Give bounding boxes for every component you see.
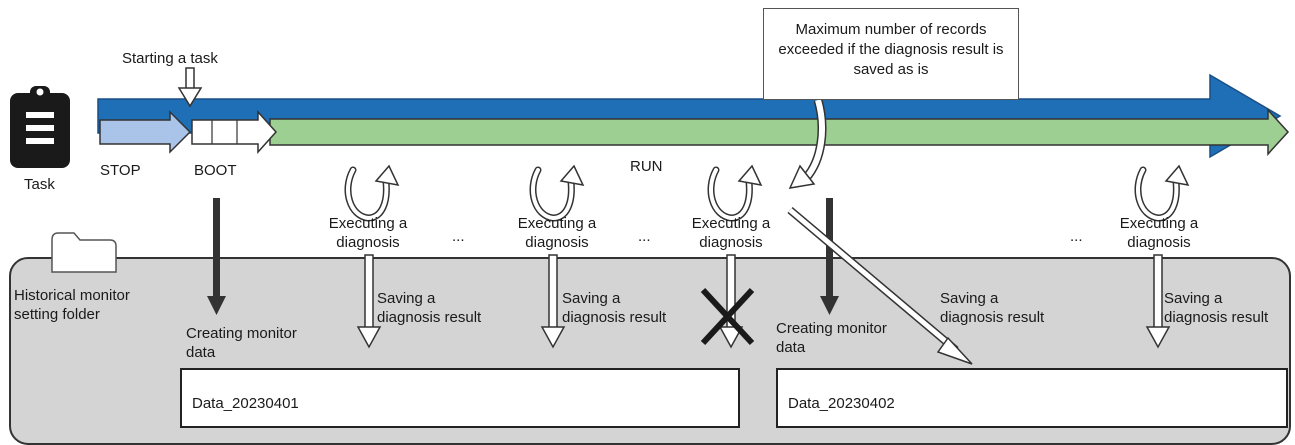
stop-bar [99,110,192,154]
callout-text: Maximum number of records exceeded if th… [778,21,1004,78]
boot-bar [191,110,278,154]
max-records-callout: Maximum number of records exceeded if th… [763,8,1019,100]
diagnosis-cycle-icon-1 [348,166,398,218]
diagnosis-cycle-icon-2 [533,166,583,218]
data-file-box-1: Data_20230401 [180,368,740,428]
data-file-name-2: Data_20230402 [788,395,895,412]
starting-task-label: Starting a task [122,50,218,67]
ellipsis-1: ... [452,228,465,245]
run-bar [269,108,1290,156]
task-label: Task [24,176,55,193]
folder-icon [51,232,117,273]
boot-label: BOOT [194,162,237,179]
data-file-name-1: Data_20230401 [192,395,299,412]
diagnosis-cycle-icon-3 [711,166,761,218]
diagnosis-cycle-icon-4 [1138,166,1188,218]
ellipsis-3: ... [1070,228,1083,245]
create-arrow-2 [820,198,839,315]
blocked-x-icon [700,287,755,346]
stop-label: STOP [100,162,141,179]
run-label: RUN [630,158,663,175]
starting-task-arrow [177,67,203,108]
create-arrow-1 [207,198,226,315]
ellipsis-2: ... [638,228,651,245]
redirect-arrow [787,206,973,365]
data-file-box-2: Data_20230402 [776,368,1288,428]
clipboard-task-icon [10,86,70,168]
callout-arrow [788,98,827,189]
